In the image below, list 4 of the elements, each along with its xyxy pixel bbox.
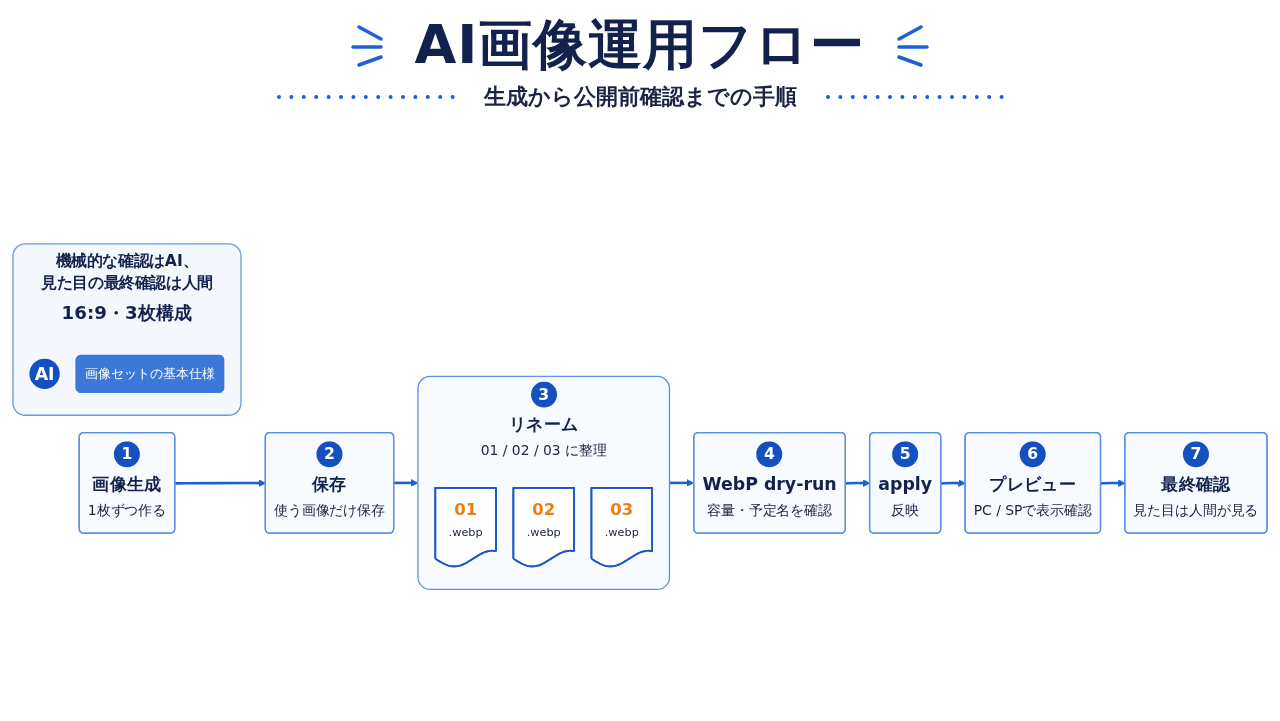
subtitle: 生成から公開前確認までの手順 <box>483 83 797 112</box>
node-circle: AI <box>29 358 60 389</box>
title: AI画像運用フロー <box>414 14 866 77</box>
arrow <box>941 479 966 487</box>
